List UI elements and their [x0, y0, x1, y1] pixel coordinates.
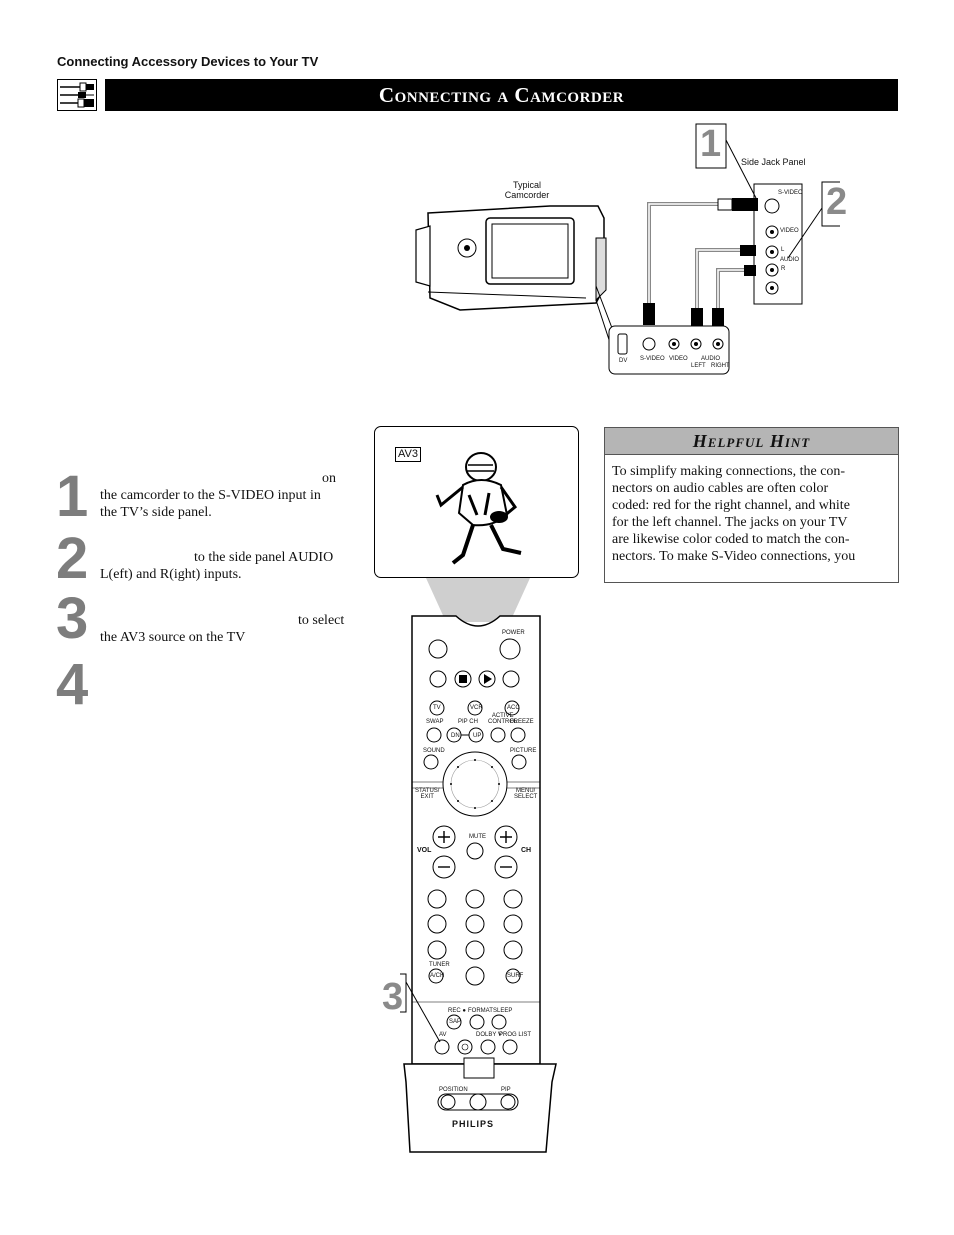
tv-screen: AV3 [374, 426, 579, 578]
rec-label: REC ● [448, 1008, 466, 1014]
panel-audio-label: AUDIO [780, 257, 800, 263]
remote-control [400, 615, 557, 1153]
step-3-number: 3 [56, 586, 89, 651]
av-label: AV [439, 1032, 447, 1038]
step-1-text-c: the TV’s side panel. [100, 505, 212, 520]
cam-left-label: LEFT [691, 363, 706, 369]
status-exit-label: STATUS/EXIT [415, 788, 440, 800]
dn-label: DN [451, 733, 460, 739]
helpful-hint-title: Helpful Hint [605, 428, 898, 455]
position-label: POSITION [439, 1087, 468, 1093]
panel-l-label: L [781, 247, 785, 253]
tv-label: TV [433, 705, 441, 711]
side-jack-panel-label: Side Jack Panel [741, 157, 806, 167]
pip-ch-label: PIP CH [458, 719, 478, 725]
step-1-text-b: the camcorder to the S-VIDEO input in [100, 488, 321, 503]
dolby-label: DOLBY V [476, 1032, 502, 1038]
callout-number-1: 1 [700, 123, 722, 165]
step-4-number: 4 [56, 652, 89, 717]
callout-1 [695, 123, 757, 199]
osd-label: AV3 [395, 447, 421, 462]
screen-beam [426, 578, 530, 622]
page-title: Connecting a Camcorder [105, 79, 898, 111]
camcorder-jack-panel [608, 325, 730, 375]
menu-select-label: MENU/SELECT [514, 788, 538, 800]
acc-label: ACC [507, 705, 520, 711]
section-label: Connecting Accessory Devices to Your TV [57, 54, 319, 69]
ach-label: A/CH [430, 973, 445, 979]
callout-number-3: 3 [382, 976, 404, 1018]
cable-connector-icon [57, 79, 97, 111]
tuner-label: TUNER [429, 962, 450, 968]
cam-audio-label: AUDIO [701, 356, 721, 362]
step-2-text-b: L(eft) and R(ight) inputs. [100, 567, 242, 582]
sound-label: SOUND [423, 748, 445, 754]
surf-label: SURF [507, 973, 524, 979]
football-player-image [435, 452, 522, 565]
cam-svideo-label: S-VIDEO [640, 356, 665, 362]
sleep-label: SLEEP [493, 1008, 513, 1014]
prog-list-label: PROG LIST [499, 1032, 532, 1038]
step-1-number: 1 [56, 464, 89, 529]
brand-logo: PHILIPS [452, 1119, 495, 1129]
power-button[interactable] [499, 638, 521, 660]
camcorder-illustration [415, 205, 607, 311]
freeze-label: FREEZE [510, 719, 534, 725]
helpful-hint-box: Helpful Hint To simplify making connecti… [604, 427, 899, 583]
callout-2 [787, 181, 840, 259]
cam-video-label: VIDEO [669, 356, 688, 362]
up-label: UP [473, 733, 482, 739]
cam-dv-label: DV [619, 358, 628, 364]
step-3-text-b: the AV3 source on the TV [100, 630, 246, 645]
side-jack-panel [753, 183, 803, 305]
pip-label: PIP [501, 1087, 511, 1093]
vcr-label: VCR [470, 705, 483, 711]
picture-label: PICTURE [510, 748, 537, 754]
step-1-text-a: on [322, 471, 336, 486]
ch-label: CH [521, 847, 532, 854]
power-label: POWER [502, 630, 525, 636]
mute-label: MUTE [469, 834, 486, 840]
step-2-text-a: to the side panel AUDIO [194, 550, 334, 565]
format-label: FORMAT [468, 1008, 493, 1014]
cam-right-label: RIGHT [711, 363, 730, 369]
swap-label: SWAP [426, 719, 444, 725]
callout-number-2: 2 [826, 181, 848, 223]
helpful-hint-body: To simplify making connections, the con-… [612, 464, 856, 564]
sap-label: SAP [449, 1019, 462, 1025]
step-3-text-a: to select [298, 613, 345, 628]
panel-video-label: VIDEO [780, 228, 799, 234]
camcorder-label: Typical Camcorder [504, 180, 550, 200]
connection-diagram [415, 123, 840, 375]
panel-r-label: R [781, 266, 786, 272]
panel-svideo-label: S-VIDEO [778, 190, 803, 196]
vol-label: VOL [417, 847, 432, 854]
step-2-number: 2 [56, 526, 89, 591]
